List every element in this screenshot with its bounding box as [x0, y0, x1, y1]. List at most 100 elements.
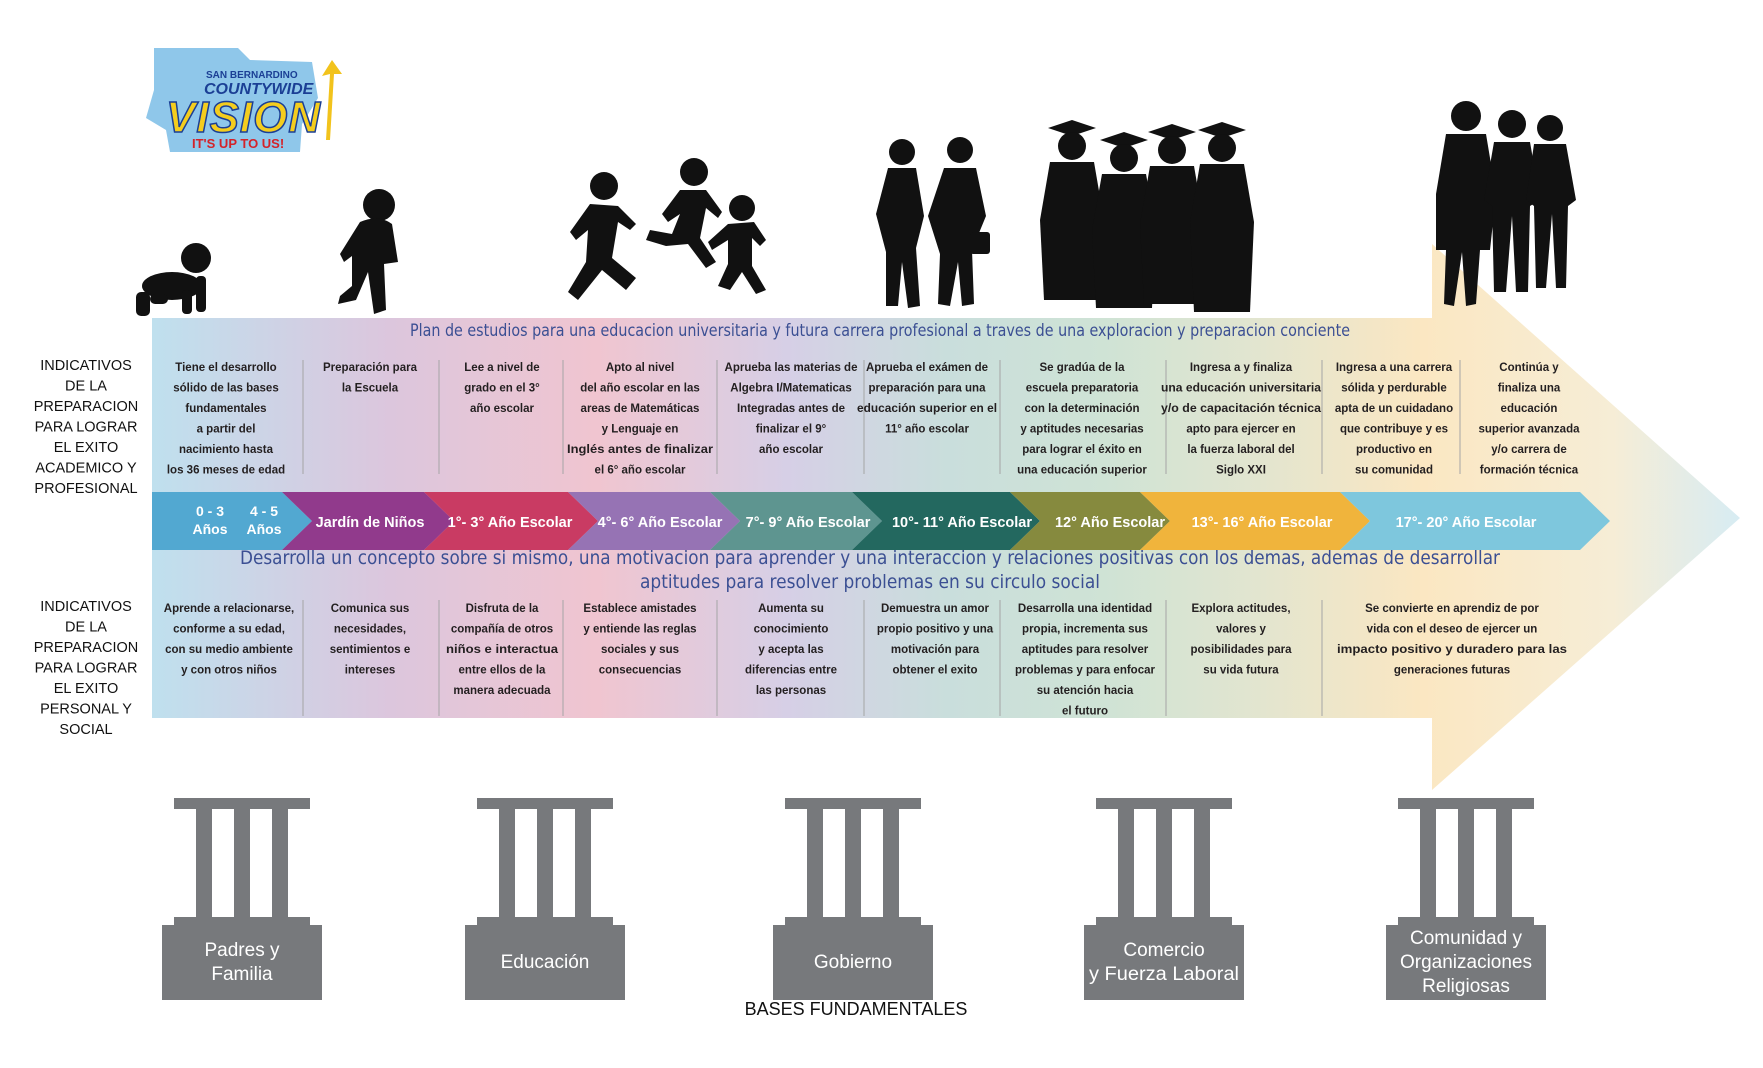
academic-indicator-6-line: educación superior en el	[857, 403, 997, 415]
pillar-capital	[477, 798, 613, 809]
social-indicator-5-line: y acepta las	[758, 644, 823, 656]
pillar-label-line: Padres y	[205, 940, 280, 961]
academic-indicator-9-line: apta de un cuidadano	[1335, 403, 1453, 415]
social-indicator-7-line: su atención hacia	[1037, 685, 1134, 697]
pillar-label-line: Familia	[211, 964, 273, 985]
professionals-silhouette-icon	[1436, 101, 1576, 306]
stage-chevron	[424, 492, 598, 550]
stage-chevron	[1340, 492, 1610, 550]
social-indicator-5-line: las personas	[756, 685, 826, 697]
social-label-text-line: PREPARACION	[34, 640, 138, 656]
social-indicator-8-line: valores y	[1216, 624, 1266, 636]
social-indicator-7-line: problemas y para enfocar	[1015, 665, 1155, 677]
logo-up-arrow-icon	[322, 60, 342, 140]
academic-indicator-8-line: Siglo XXI	[1216, 465, 1266, 477]
pillar-column	[1458, 809, 1474, 917]
social-indicator-9-line: generaciones futuras	[1394, 665, 1510, 677]
academic-indicator-4-line: areas de Matemáticas	[581, 403, 700, 415]
academic-label-text-line: DE LA	[65, 379, 107, 395]
social-indicator-1-line: conforme a su edad,	[173, 624, 285, 636]
social-indicator-4-line: consecuencias	[599, 665, 681, 677]
social-indicator-6-line: motivación para	[891, 644, 980, 656]
academic-indicator-4-line: Apto al nivel	[606, 362, 674, 374]
stage-chevron	[710, 492, 882, 550]
social-indicator-9-line: Se convierte en aprendiz de por	[1365, 603, 1539, 615]
social-indicator-3-line: manera adecuada	[453, 685, 551, 697]
social-indicator-3-line: Disfruta de la	[466, 603, 539, 615]
stage-label: 12° Año Escolar	[1055, 515, 1165, 531]
academic-indicator-10-line: Continúa y	[1499, 362, 1559, 374]
academic-indicator-10-line: superior avanzada	[1479, 424, 1581, 436]
social-indicator-4-line: Establece amistades	[583, 603, 696, 615]
pillar-column	[845, 809, 861, 917]
stage-label: 1°- 3° Año Escolar	[448, 515, 573, 531]
top-banner: Plan de estudios para una educacion univ…	[410, 321, 1350, 341]
academic-indicator-8-line: una educación universitaria	[1161, 383, 1322, 395]
academic-indicator-1-line: Tiene el desarrollo	[175, 362, 276, 374]
pillar-1: Padres y Familia	[162, 798, 322, 1000]
social-indicator-5-line: conocimiento	[754, 624, 829, 636]
academic-indicator-1-line: a partir del	[197, 424, 256, 436]
pillar-2: Educación	[465, 798, 625, 1000]
social-indicator-1-line: con su medio ambiente	[165, 644, 293, 656]
social-label-text-line: INDICATIVOS	[40, 599, 132, 615]
social-indicator-9-line: impacto positivo y duradero para las	[1337, 644, 1567, 656]
academic-label-text-line: PARA LOGRAR	[35, 420, 138, 436]
academic-indicator-5-line: Algebra I/Matematicas	[730, 383, 851, 395]
pillar-column	[234, 809, 250, 917]
social-indicator-8-line: su vida futura	[1203, 665, 1279, 677]
pillar-base	[162, 925, 322, 1000]
social-indicator-2-line: Comunica sus	[331, 603, 410, 615]
social-indicator-6-line: propio positivo y una	[877, 624, 994, 636]
stage-chevron	[1010, 492, 1170, 550]
academic-indicator-1-line: nacimiento hasta	[179, 444, 274, 456]
social-indicator-2-line: intereses	[345, 665, 396, 677]
social-indicators: Aprende a relacionarse, conforme a su eda…	[164, 600, 1567, 718]
academic-indicator-10-line: educación	[1501, 403, 1558, 415]
stage-label-unit: Años	[247, 521, 282, 537]
academic-indicator-6-line: preparación para una	[869, 383, 987, 395]
countywide-vision-logo: SAN BERNARDINO COUNTYWIDE VISION IT'S UP…	[146, 48, 342, 152]
social-label-text-line: PARA LOGRAR	[35, 661, 138, 677]
academic-indicator-7-line: una educación superior	[1017, 465, 1147, 477]
stage-label: 10°- 11° Año Escolar	[892, 515, 1032, 531]
social-label-text-line: DE LA	[65, 620, 107, 636]
social-indicator-8-line: posibilidades para	[1191, 644, 1293, 656]
pillar-label-line: Comunidad y	[1410, 928, 1522, 949]
social-indicator-1-line: Aprende a relacionarse,	[164, 603, 294, 615]
academic-indicator-7-line: y aptitudes necesarias	[1020, 424, 1143, 436]
pillar-capital	[785, 798, 921, 809]
toddler-silhouette-icon	[338, 189, 398, 314]
pillar-base	[465, 925, 625, 1000]
social-indicator-8-line: Explora actitudes,	[1191, 603, 1290, 615]
pillar-column	[196, 809, 212, 917]
silhouettes	[136, 101, 1576, 316]
logo-line2: COUNTYWIDE	[204, 81, 315, 98]
stage-label: Jardín de Niños	[316, 515, 425, 531]
academic-indicator-5-line: Integradas antes de	[737, 403, 845, 415]
social-indicator-5-line: diferencias entre	[745, 665, 837, 677]
pillar-base	[1386, 925, 1546, 1000]
pillar-column	[537, 809, 553, 917]
academic-indicator-5-line: Aprueba las materias de	[725, 362, 858, 374]
pillar-plinth	[174, 917, 310, 925]
middle-banner-line1: Desarrolla un concepto sobre si mismo, u…	[240, 547, 1500, 569]
stage-label-age: 4 - 5	[250, 503, 278, 519]
pillar-plinth	[477, 917, 613, 925]
pillar-column	[1496, 809, 1512, 917]
social-indicator-3-line: niños e interactua	[446, 644, 559, 656]
